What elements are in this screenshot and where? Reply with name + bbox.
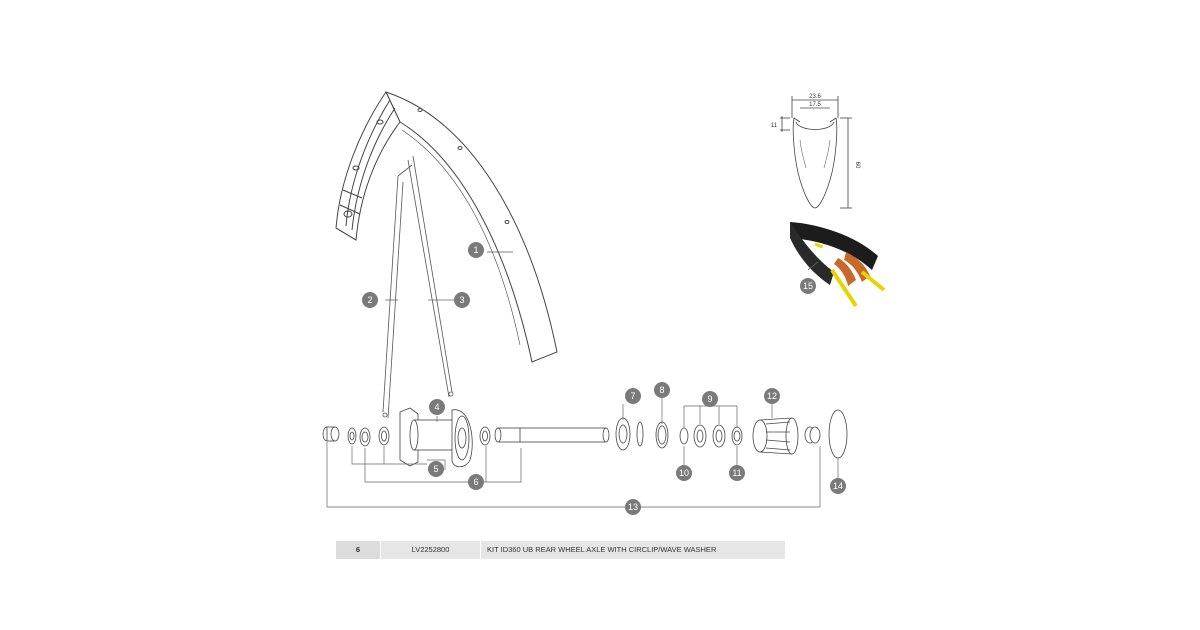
rim-depth-label: 60 [854,162,860,169]
leader-lines [326,397,839,508]
rim-drawing [335,91,558,363]
part-item-number: 6 [336,541,380,559]
svg-text:14: 14 [833,481,843,491]
callout-12: 12 [764,388,780,404]
callout-6: 6 [468,474,484,490]
svg-text:11: 11 [732,468,741,478]
callout-9: 9 [702,391,718,407]
rim-hook-height-label: 11 [771,123,778,129]
callout-2: 2 [362,292,378,308]
callout-1: 1 [468,242,484,258]
callout-14: 14 [830,478,846,494]
callout-10: 10 [676,465,692,481]
part-description: KIT ID360 UB REAR WHEEL AXLE WITH CIRCLI… [480,541,785,559]
rim-outer-width-label: 23.6 [809,94,821,100]
spokes-drawing [382,155,454,419]
svg-text:2: 2 [367,295,372,305]
callout-13: 13 [625,499,641,515]
callout-4: 4 [429,399,445,415]
callout-7: 7 [625,388,641,404]
svg-text:9: 9 [707,394,712,404]
svg-text:5: 5 [433,464,438,474]
hub-assembly-drawing [322,407,848,468]
svg-text:12: 12 [767,391,777,401]
tire-drawing [790,222,886,308]
callout-15: 15 [800,278,816,294]
svg-text:8: 8 [659,385,664,395]
svg-text:4: 4 [434,402,439,412]
parts-table: 6 LV2252800 KIT ID360 UB REAR WHEEL AXLE… [336,541,785,559]
rim-inner-width-label: 17.5 [809,102,821,108]
callout-3: 3 [454,292,470,308]
callout-5: 5 [428,461,444,477]
callout-11: 11 [729,465,745,481]
svg-text:6: 6 [473,477,478,487]
callout-8: 8 [654,382,670,398]
part-reference: LV2252800 [380,541,480,559]
svg-text:13: 13 [628,502,638,512]
svg-text:1: 1 [473,245,478,255]
rim-profile-drawing [780,96,852,209]
svg-text:15: 15 [803,281,813,291]
svg-text:3: 3 [459,295,464,305]
svg-text:7: 7 [630,391,635,401]
svg-text:10: 10 [679,468,689,478]
